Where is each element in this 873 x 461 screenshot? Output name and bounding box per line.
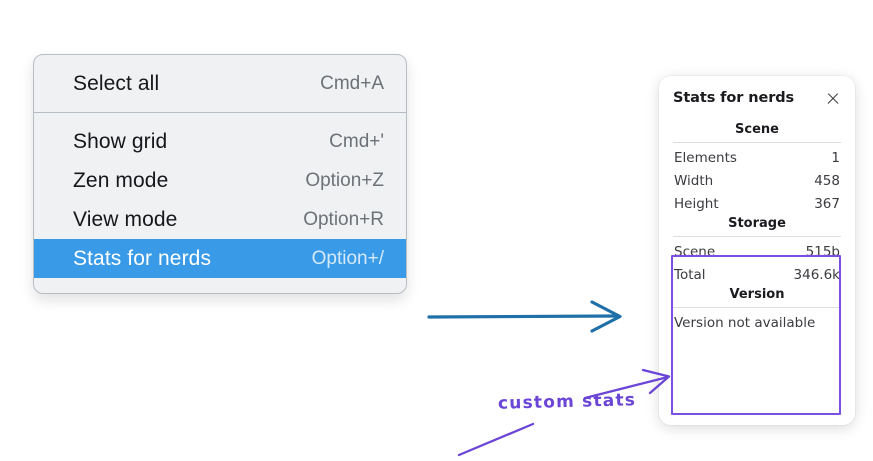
stat-value: 458 <box>814 172 840 189</box>
stat-key: Elements <box>674 149 737 166</box>
stats-section-scene: Scene Elements 1 Width 458 Height 367 <box>672 121 842 215</box>
stats-panel-title: Stats for nerds <box>673 90 795 106</box>
menu-item-zen-mode[interactable]: Zen mode Option+Z <box>34 161 406 200</box>
stat-row: Scene 515b <box>672 240 842 263</box>
section-heading: Storage <box>728 216 786 231</box>
menu-item-label: View mode <box>73 207 178 231</box>
menu-item-label: Zen mode <box>73 168 169 192</box>
menu-item-shortcut: Option+R <box>303 208 384 230</box>
stat-key: Scene <box>674 243 716 260</box>
stats-section-version: Version Version not available <box>672 286 842 335</box>
blue-arrow <box>427 300 622 333</box>
context-menu[interactable]: Select all Cmd+A Show grid Cmd+' Zen mod… <box>33 54 407 294</box>
section-heading: Version <box>729 287 785 302</box>
stat-value: 515b <box>805 243 840 260</box>
purple-underline-stroke <box>457 422 535 457</box>
menu-item-shortcut: Option+/ <box>311 247 384 269</box>
stats-panel-header: Stats for nerds <box>672 90 842 106</box>
menu-item-show-grid[interactable]: Show grid Cmd+' <box>34 122 406 161</box>
menu-group-1: Select all Cmd+A <box>34 64 406 103</box>
menu-item-stats-for-nerds[interactable]: Stats for nerds Option+/ <box>34 239 406 278</box>
stat-key: Height <box>674 195 719 212</box>
stats-section-storage: Storage Scene 515b Total 346.6k <box>672 215 842 286</box>
version-value: Version not available <box>674 315 816 331</box>
menu-item-shortcut: Cmd+' <box>329 130 384 152</box>
stat-value: 367 <box>814 195 840 212</box>
custom-stats-annotation-label: custom stats <box>497 390 637 414</box>
menu-item-label: Show grid <box>73 129 168 153</box>
menu-item-view-mode[interactable]: View mode Option+R <box>34 200 406 239</box>
stats-for-nerds-panel[interactable]: Stats for nerds Scene Elements 1 Width 4… <box>659 76 855 425</box>
section-rule <box>673 236 841 237</box>
stat-value: 1 <box>831 149 840 166</box>
section-heading: Scene <box>735 122 779 137</box>
menu-item-label: Stats for nerds <box>73 246 212 270</box>
menu-group-2: Show grid Cmd+' Zen mode Option+Z View m… <box>34 122 406 278</box>
close-icon[interactable] <box>825 90 841 106</box>
menu-item-select-all[interactable]: Select all Cmd+A <box>34 64 406 103</box>
stat-row: Height 367 <box>672 192 842 215</box>
stat-value: 346.6k <box>793 266 840 283</box>
menu-divider <box>34 112 406 113</box>
stat-row: Total 346.6k <box>672 263 842 286</box>
stat-key: Total <box>674 266 706 283</box>
stat-row: Elements 1 <box>672 146 842 169</box>
stat-key: Width <box>674 172 714 189</box>
section-rule <box>673 307 841 308</box>
section-rule <box>673 142 841 143</box>
menu-item-shortcut: Cmd+A <box>320 72 384 94</box>
menu-item-shortcut: Option+Z <box>305 169 384 191</box>
menu-item-label: Select all <box>73 71 160 95</box>
stat-row: Width 458 <box>672 169 842 192</box>
